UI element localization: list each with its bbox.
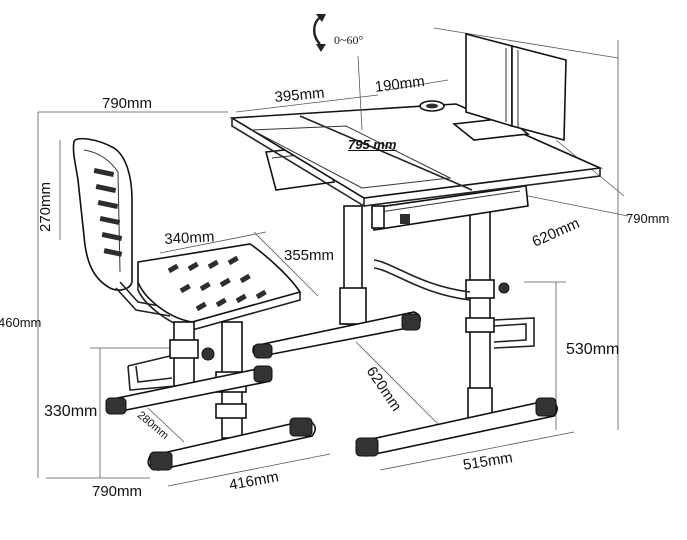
- tilt-angle-label: 0~60°: [334, 33, 364, 47]
- rotate-arrow-icon: [313, 14, 326, 52]
- dimension-lines: [37, 27, 629, 487]
- seat-width-label: 340mm: [163, 228, 215, 248]
- seat-slots: [167, 255, 267, 312]
- desk-total-depth-label: 790mm: [626, 211, 670, 226]
- seat-height-label: 330mm: [44, 403, 98, 420]
- desk-width-label: 795 mm: [348, 137, 397, 152]
- seat-depth-label: 355mm: [284, 247, 335, 264]
- total-height-label: 460mm: [0, 315, 42, 330]
- backrest-height-label: 270mm: [37, 181, 54, 232]
- chair: [72, 137, 316, 471]
- desk-height-label: 530mm: [566, 341, 620, 358]
- desk: [229, 32, 603, 457]
- desk-section-label: 395mm: [273, 84, 326, 106]
- chair-width-label: 790mm: [102, 95, 153, 112]
- backrest-slots: [93, 167, 123, 257]
- chair-base-depth-label: 790mm: [92, 483, 143, 500]
